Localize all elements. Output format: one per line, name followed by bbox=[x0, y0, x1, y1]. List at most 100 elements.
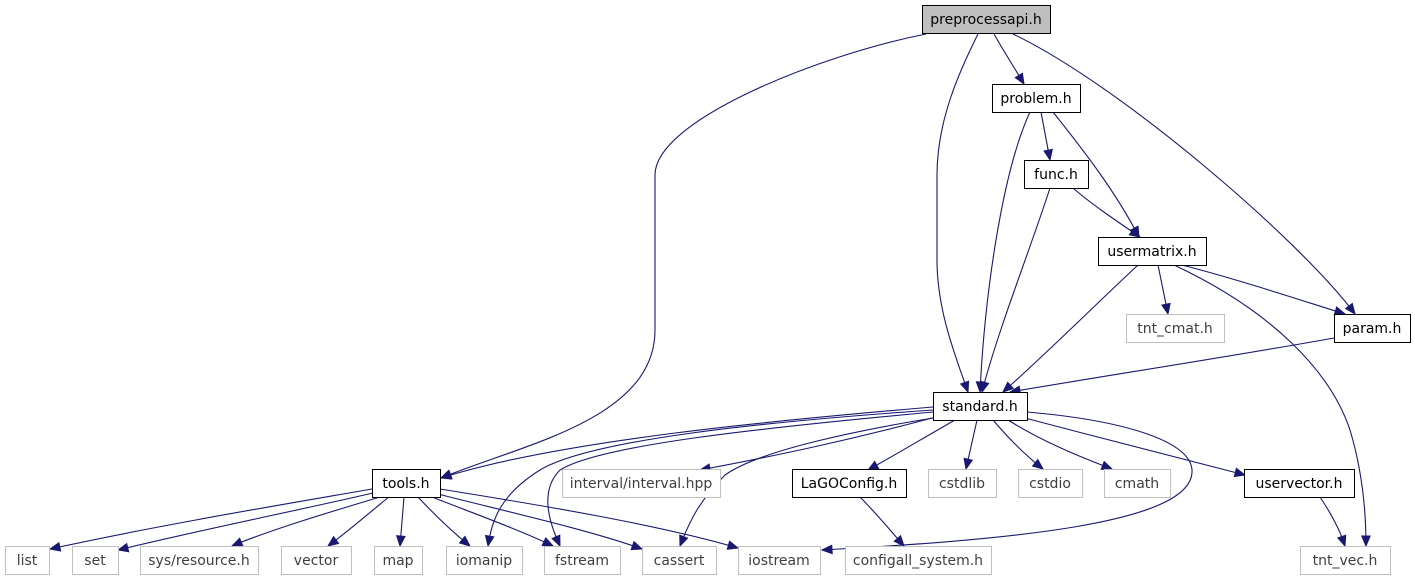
edge-line bbox=[1024, 417, 1246, 476]
node-lagoconfig[interactable]: LaGOConfig.h bbox=[792, 469, 907, 498]
edge-line bbox=[821, 411, 1193, 551]
edge-line bbox=[1009, 337, 1335, 393]
arrowhead-icon bbox=[395, 535, 406, 548]
edge-line bbox=[431, 496, 554, 547]
edge-uservector-to-tnt_vec bbox=[1319, 496, 1347, 548]
edge-line bbox=[117, 492, 374, 551]
edge-preprocessapi-to-problem bbox=[993, 33, 1025, 86]
arrowhead-icon bbox=[551, 534, 561, 548]
edge-line bbox=[439, 488, 739, 549]
arrowhead-icon bbox=[893, 534, 905, 547]
arrowhead-icon bbox=[820, 544, 833, 555]
node-label: cstdio bbox=[1029, 476, 1071, 492]
arrowhead-icon bbox=[48, 541, 62, 552]
node-label: cstdlib bbox=[939, 476, 985, 492]
edge-problem-to-standard bbox=[975, 111, 1031, 394]
edge-usermatrix-to-param bbox=[1181, 264, 1347, 316]
arrowhead-icon bbox=[458, 535, 472, 547]
node-func[interactable]: func.h bbox=[1024, 160, 1089, 189]
edge-standard-to-cmath bbox=[1007, 419, 1114, 470]
node-problem[interactable]: problem.h bbox=[992, 84, 1081, 113]
node-cstdlib: cstdlib bbox=[928, 469, 997, 498]
arrowhead-icon bbox=[230, 537, 244, 547]
node-label: problem.h bbox=[1000, 91, 1071, 107]
arrowhead-icon bbox=[541, 537, 555, 547]
edge-line bbox=[547, 411, 934, 547]
node-tools[interactable]: tools.h bbox=[372, 469, 441, 498]
edge-standard-to-cstdio bbox=[992, 419, 1045, 470]
node-preprocessapi[interactable]: preprocessapi.h bbox=[922, 5, 1051, 34]
arrowhead-icon bbox=[1344, 302, 1356, 316]
arrowhead-icon bbox=[1128, 226, 1142, 238]
node-box bbox=[140, 546, 259, 575]
arrowhead-icon bbox=[1360, 535, 1371, 548]
edge-line bbox=[1173, 264, 1367, 547]
node-label: list bbox=[17, 553, 38, 569]
arrowhead-icon bbox=[1043, 148, 1053, 162]
node-interval: interval/interval.hpp bbox=[562, 469, 721, 498]
edge-preprocessapi-to-param bbox=[1012, 33, 1356, 316]
arrowhead-icon bbox=[484, 534, 495, 548]
node-box bbox=[845, 546, 992, 575]
node-param[interactable]: param.h bbox=[1334, 314, 1411, 343]
node-label: configall_system.h bbox=[853, 553, 983, 569]
node-box bbox=[372, 469, 441, 498]
node-fstream: fstream bbox=[544, 546, 621, 575]
node-box bbox=[933, 392, 1028, 421]
node-label: iomanip bbox=[456, 553, 512, 569]
edge-line bbox=[1012, 33, 1356, 315]
edge-line bbox=[1002, 264, 1139, 393]
arrowhead-icon bbox=[1336, 534, 1347, 548]
node-cmath: cmath bbox=[1104, 469, 1171, 498]
edge-preprocessapi-to-tools bbox=[439, 33, 927, 479]
arrowhead-icon bbox=[1161, 302, 1171, 316]
edge-standard-to-interval bbox=[698, 416, 937, 473]
edge-tools-to-iostream bbox=[439, 488, 740, 550]
edge-line bbox=[981, 187, 1051, 393]
node-uservector[interactable]: uservector.h bbox=[1244, 469, 1355, 498]
node-box bbox=[1104, 469, 1171, 498]
edge-line bbox=[327, 496, 390, 547]
node-vector: vector bbox=[281, 546, 352, 575]
node-label: set bbox=[84, 553, 106, 569]
node-label: LaGOConfig.h bbox=[801, 476, 898, 492]
edge-standard-to-cassert bbox=[679, 417, 934, 548]
node-box bbox=[1024, 160, 1089, 189]
edge-tools-to-cassert bbox=[437, 493, 644, 551]
edge-param-to-standard bbox=[1008, 337, 1335, 396]
node-label: interval/interval.hpp bbox=[570, 476, 713, 492]
node-iostream: iostream bbox=[738, 546, 821, 575]
arrowhead-icon bbox=[959, 380, 970, 394]
node-configall: configall_system.h bbox=[845, 546, 992, 575]
edge-tools-to-sysresource bbox=[230, 496, 381, 547]
node-box bbox=[1018, 469, 1083, 498]
edge-line bbox=[417, 496, 471, 547]
arrowhead-icon bbox=[1333, 306, 1347, 316]
arrowhead-icon bbox=[679, 534, 689, 548]
node-box bbox=[374, 546, 423, 575]
node-label: usermatrix.h bbox=[1107, 244, 1196, 260]
node-label: param.h bbox=[1343, 321, 1402, 337]
edge-preprocessapi-to-standard bbox=[936, 33, 979, 394]
node-label: fstream bbox=[555, 553, 609, 569]
node-tnt_cmat: tnt_cmat.h bbox=[1126, 314, 1225, 343]
node-label: func.h bbox=[1034, 167, 1078, 183]
node-iomanip: iomanip bbox=[446, 546, 523, 575]
node-tnt_vec: tnt_vec.h bbox=[1300, 546, 1391, 575]
node-label: cassert bbox=[654, 553, 705, 569]
node-box bbox=[5, 546, 50, 575]
nodes-layer: preprocessapi.h problem.h func.h usermatrix… bbox=[5, 5, 1411, 575]
arrowhead-icon bbox=[866, 460, 880, 471]
arrowhead-icon bbox=[1014, 72, 1025, 86]
node-label: vector bbox=[294, 553, 339, 569]
node-usermatrix[interactable]: usermatrix.h bbox=[1098, 237, 1207, 266]
node-set: set bbox=[72, 546, 119, 575]
node-label: tools.h bbox=[382, 476, 429, 492]
edge-tools-to-map bbox=[395, 496, 406, 548]
edge-line bbox=[1072, 187, 1141, 238]
node-label: tnt_vec.h bbox=[1313, 553, 1378, 569]
node-standard[interactable]: standard.h bbox=[933, 392, 1028, 421]
edge-standard-to-tools bbox=[439, 406, 934, 480]
edge-standard-to-iostream bbox=[820, 411, 1193, 555]
node-label: uservector.h bbox=[1256, 476, 1343, 492]
